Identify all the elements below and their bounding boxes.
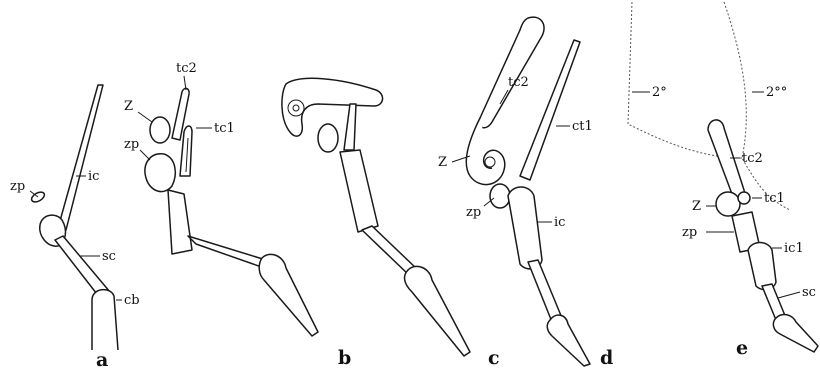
panel-b-label-zp: zp [124,137,139,152]
panel-c-spine [344,104,356,150]
panel-b-leader-zp [140,150,150,160]
panel-e-label-zp: zp [682,225,697,240]
panel-d-strip [528,260,562,322]
panel-a-label-cb: cb [124,293,140,308]
panel-a-coxa [92,290,118,350]
panel-a-label-ic: ic [88,169,99,184]
panel-b-label-tc2: tc2 [176,61,197,76]
panel-d-label-ic: ic [554,215,565,230]
panel-d-ic-body [508,187,542,269]
panel-d-label-tc2: tc2 [508,75,529,90]
panel-c [282,78,470,356]
panel-e-z-lobe [716,192,740,216]
panel-b-shaft [168,190,192,254]
panel-a-subcoxa [55,236,110,298]
panel-a-intercalary-spine [58,85,103,230]
panel-e-ic1-segment [748,243,776,290]
panel-c-letter: c [488,347,500,369]
panel-d-club [547,315,590,366]
panel-d-label-zp: zp [466,205,481,220]
panel-e-label-ic1: ic1 [784,241,804,256]
panel-b-leader-z [138,112,152,122]
panel-d-spiral-tube [479,17,544,128]
panel-a-label-zp: zp [10,179,25,194]
panel-b-label-z: Z [124,99,133,114]
panel-c-body [340,150,378,232]
panel-b-club [259,254,318,336]
panel-e-tc1 [738,192,750,204]
panel-b-z-lobe [150,117,170,143]
panel-d-label-z: Z [438,155,447,170]
panel-e: 2° 2°° tc2 Z tc1 zp ic1 sc e [628,2,818,359]
panel-e-leader-sc [778,292,800,298]
panel-e-label-z: Z [692,199,701,214]
panel-c-z-lobe [318,124,338,152]
panel-a: zp ic sc cb a [10,85,140,371]
panel-e-label-2b: 2°° [766,85,787,100]
panel-d-label-ct1: ct1 [572,119,593,134]
panel-d-zp [490,184,510,208]
panel-c-club [405,266,470,356]
panel-e-club [773,315,818,352]
panel-e-label-sc: sc [802,285,816,300]
panel-b-basal-strip [188,236,270,270]
panel-b-letter: b [338,347,351,369]
panel-e-label-tc2: tc2 [742,151,763,166]
panel-a-letter: a [96,349,108,371]
panel-e-tc2-rod [708,120,744,198]
panel-e-letter: e [736,337,748,359]
panel-e-label-2: 2° [652,85,667,100]
panel-d: tc2 ct1 Z zp ic c d [438,17,613,369]
panel-d-ct1-spine [520,40,580,180]
panel-e-label-tc1: tc1 [764,191,785,206]
panel-d-letter: d [600,347,613,369]
panel-b: tc2 Z zp tc1 b [124,61,351,369]
panel-b-label-tc1: tc1 [214,121,235,136]
panel-a-label-sc: sc [102,249,116,264]
